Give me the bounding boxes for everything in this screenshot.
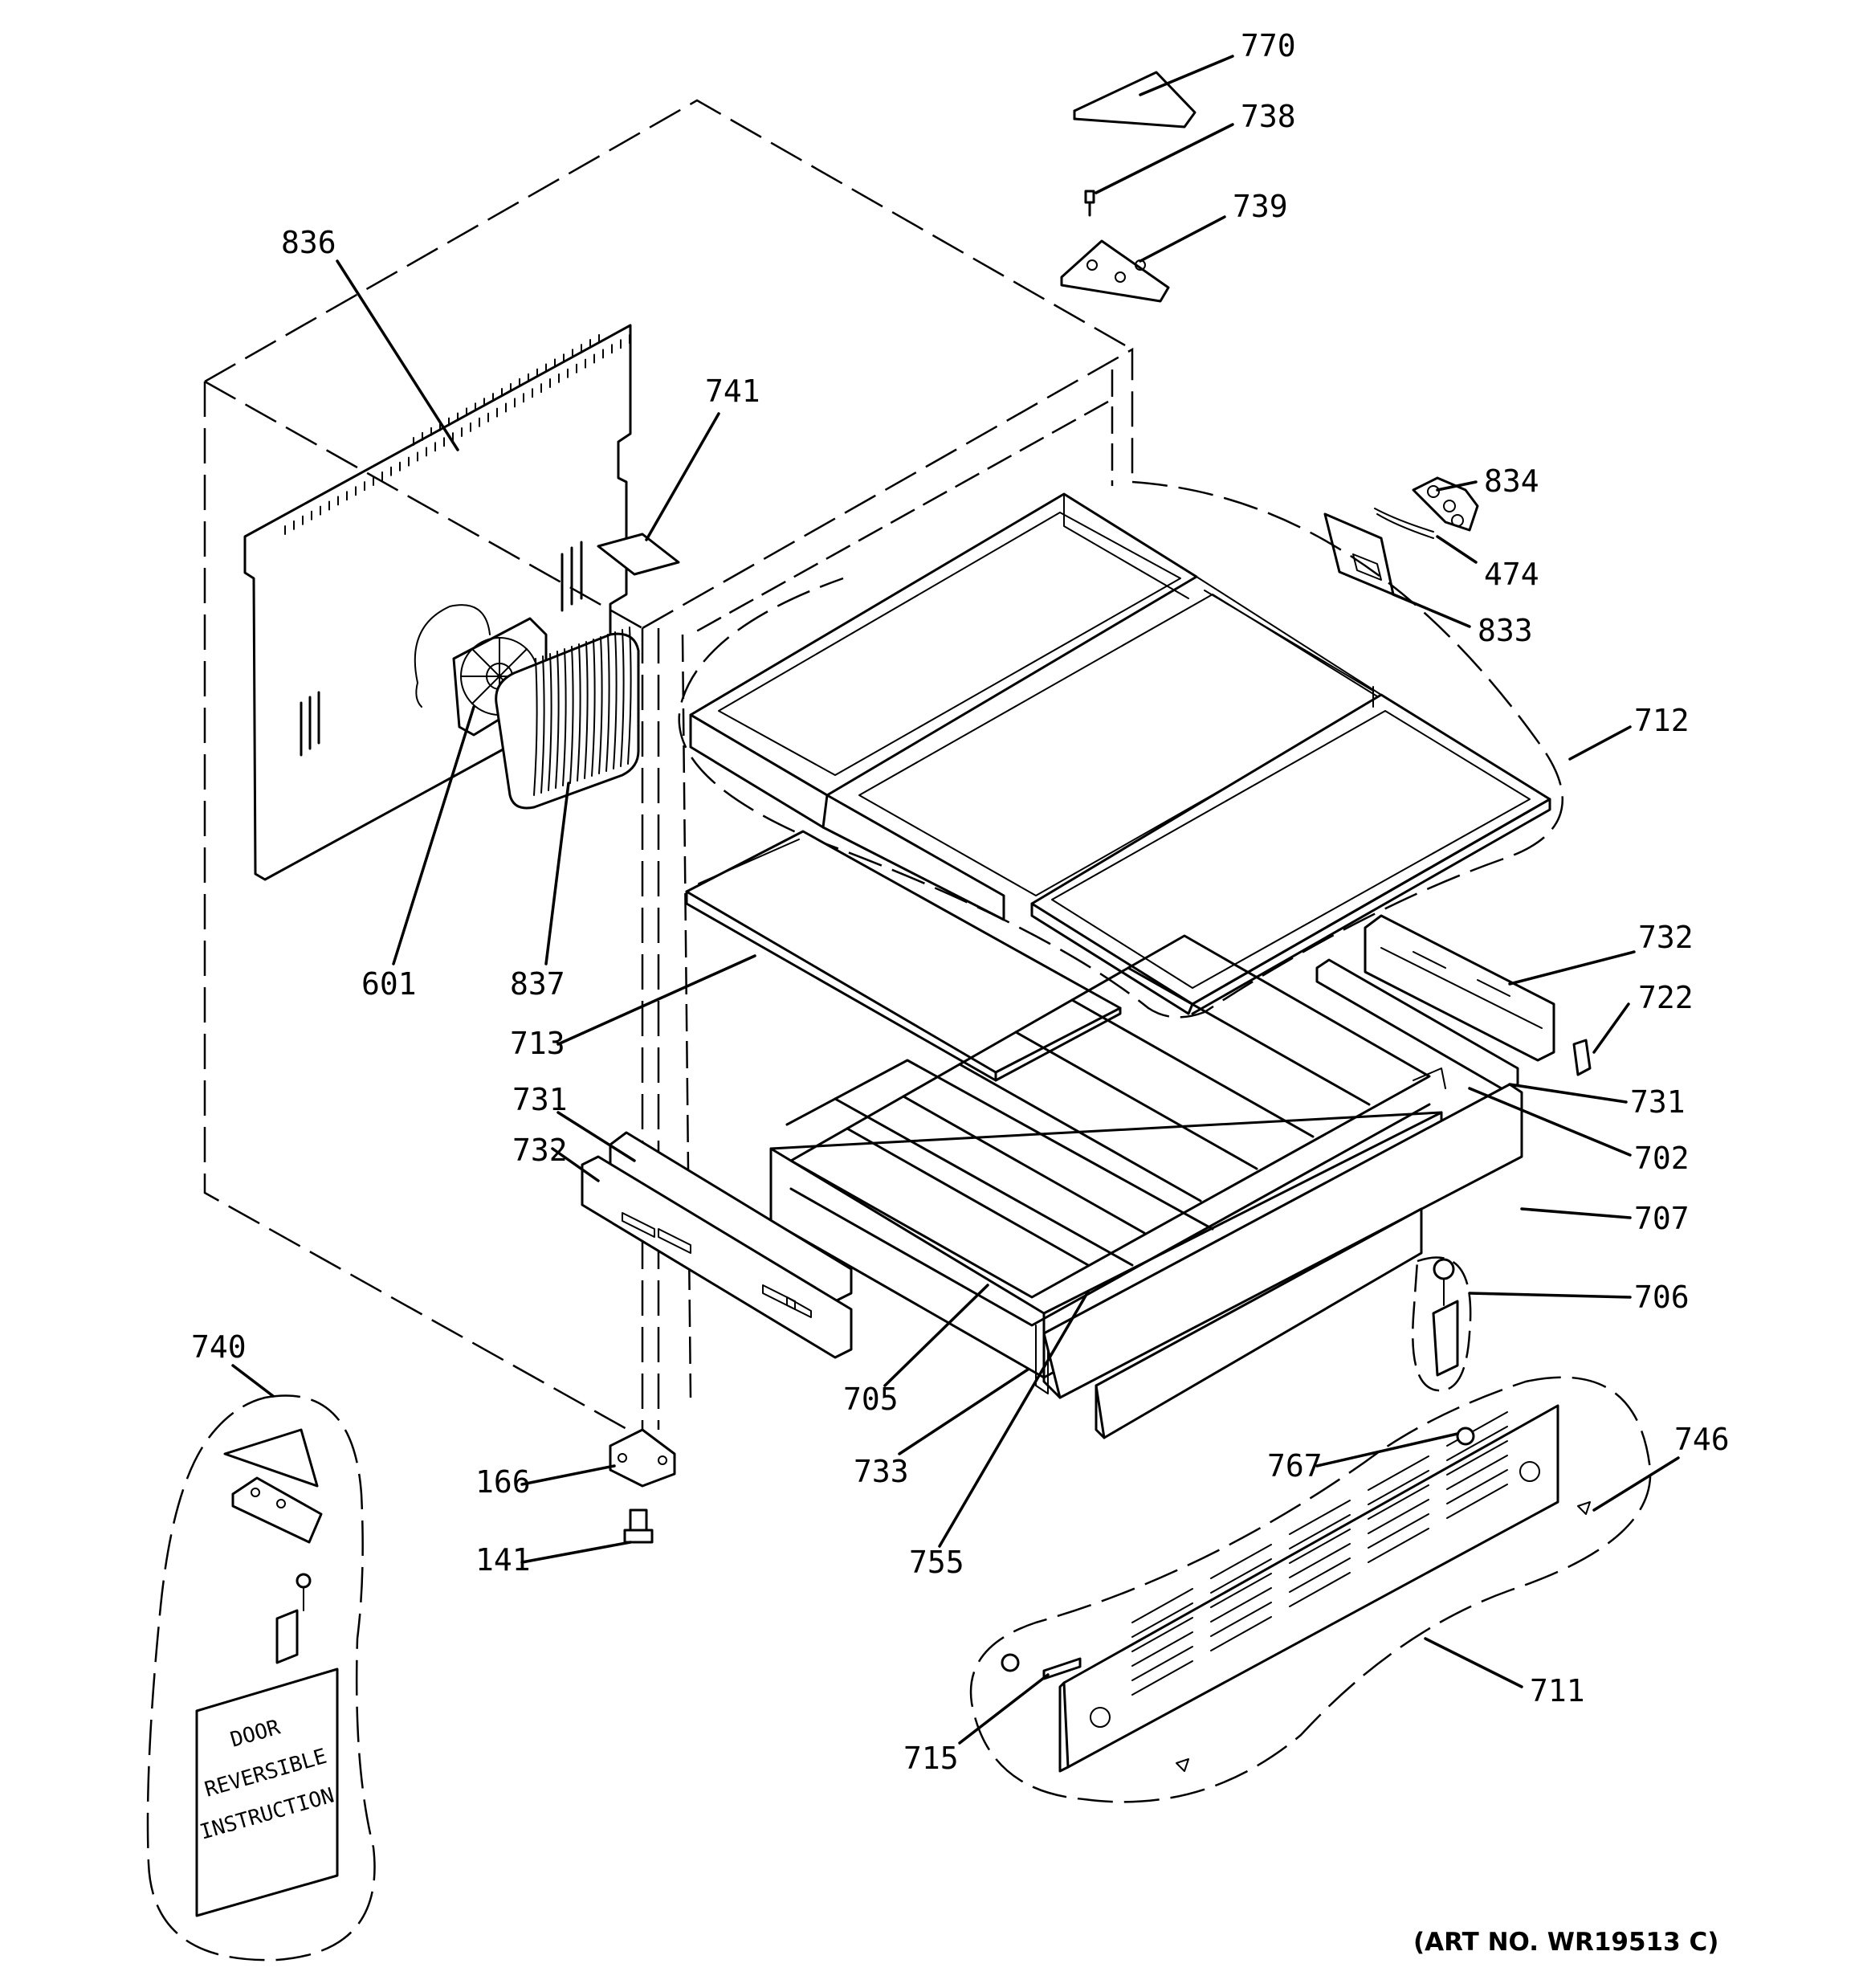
callout-711: 711	[1530, 1673, 1585, 1708]
callout-731-left: 731	[512, 1082, 568, 1117]
art-number: (ART NO. WR19513 C)	[1413, 1928, 1718, 1957]
glass-713	[685, 830, 1122, 1082]
drawer-front-707	[1042, 1083, 1523, 1439]
callout-739: 739	[1233, 189, 1288, 224]
right-rails	[1315, 914, 1592, 1092]
callout-738: 738	[1241, 99, 1296, 134]
callout-770: 770	[1241, 28, 1296, 63]
callout-601: 601	[361, 966, 417, 1002]
shelf-group-outline	[678, 480, 1563, 1018]
callout-746: 746	[1674, 1422, 1730, 1457]
callout-833: 833	[1478, 613, 1533, 648]
callout-836: 836	[281, 225, 336, 260]
callout-837: 837	[510, 966, 565, 1002]
top-hinge-parts	[1060, 71, 1196, 303]
callout-labels: 770 738 739 836 741 834 474 833 712 601 …	[191, 28, 1730, 1776]
cabinet-outline	[203, 99, 1134, 1439]
callout-713: 713	[510, 1026, 565, 1061]
callout-715: 715	[903, 1741, 959, 1776]
callout-740: 740	[191, 1329, 247, 1365]
callout-834: 834	[1484, 463, 1539, 499]
shelf-712	[689, 492, 1551, 1015]
left-rails	[581, 1131, 853, 1359]
control-parts	[1323, 476, 1479, 596]
callout-712: 712	[1634, 703, 1690, 738]
door-reversal-kit	[146, 1394, 376, 1961]
callout-732-right: 732	[1638, 920, 1694, 955]
callout-705: 705	[843, 1382, 899, 1417]
rear-panel	[243, 324, 632, 881]
callout-722: 722	[1638, 980, 1694, 1015]
pad-741	[597, 533, 680, 576]
callout-706: 706	[1634, 1280, 1690, 1315]
bin-702	[769, 1067, 1446, 1394]
callout-166: 166	[475, 1464, 531, 1500]
fan-assembly	[452, 617, 640, 810]
leader-lines	[231, 55, 1680, 1745]
callout-767: 767	[1267, 1448, 1323, 1484]
callout-707: 707	[1634, 1201, 1690, 1236]
callout-732-left: 732	[512, 1133, 568, 1168]
callout-733: 733	[854, 1454, 909, 1489]
callout-141: 141	[475, 1542, 531, 1578]
callout-755: 755	[909, 1545, 964, 1580]
basket-705	[785, 934, 1431, 1327]
callout-731-right: 731	[1630, 1084, 1686, 1120]
callout-702: 702	[1634, 1141, 1690, 1176]
hinge-706	[1412, 1256, 1472, 1392]
callout-474: 474	[1484, 557, 1539, 592]
grille-711	[969, 1376, 1652, 1803]
leveling-parts	[609, 1428, 676, 1544]
callout-741: 741	[705, 374, 760, 409]
